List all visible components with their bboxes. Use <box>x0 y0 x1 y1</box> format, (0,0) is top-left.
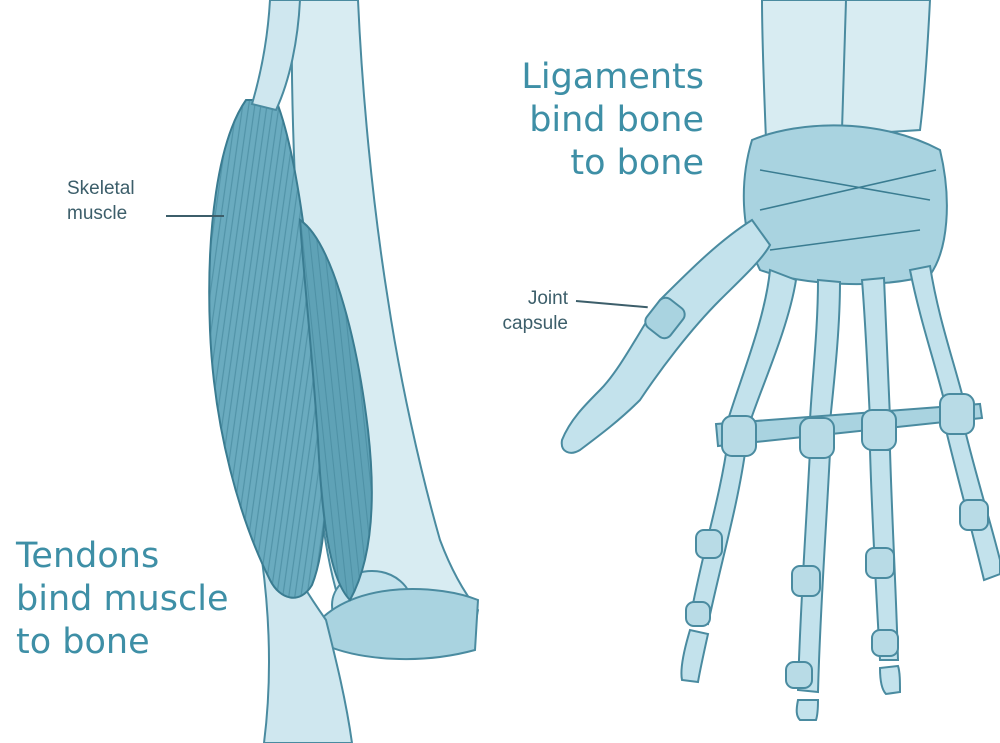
arm-illustration <box>209 0 478 743</box>
ligaments-title-line-3: to bone <box>514 142 704 185</box>
tendons-title-line-3: to bone <box>16 621 228 664</box>
wrist-ligaments <box>744 125 947 284</box>
finger-middle <box>797 280 840 720</box>
skeletal-muscle-label-line-1: Skeletal <box>67 176 135 201</box>
tendons-title: Tendons bind muscle to bone <box>16 535 228 664</box>
tendons-title-line-2: bind muscle <box>16 578 228 621</box>
skeletal-muscle-leader-line <box>166 215 224 217</box>
ligaments-title: Ligaments bind bone to bone <box>514 56 704 185</box>
ligaments-title-line-1: Ligaments <box>514 56 704 99</box>
skeletal-muscle-label: Skeletal muscle <box>67 176 135 226</box>
ligaments-title-line-2: bind bone <box>514 99 704 142</box>
tendons-title-line-1: Tendons <box>16 535 228 578</box>
joint-capsule-label-line-1: Joint <box>470 286 568 311</box>
skeletal-muscle-label-line-2: muscle <box>67 201 135 226</box>
joint-capsule-label: Joint capsule <box>470 286 568 336</box>
joint-capsule-label-line-2: capsule <box>470 311 568 336</box>
